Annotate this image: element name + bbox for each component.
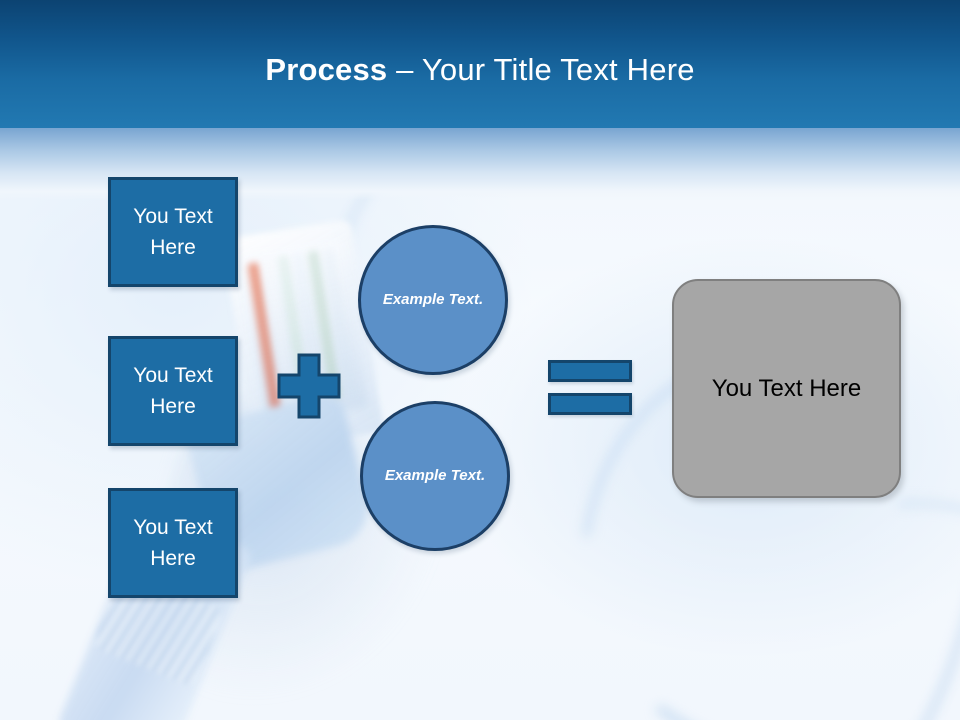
- input-box-1[interactable]: You Text Here: [108, 177, 238, 287]
- result-box-label: You Text Here: [711, 374, 862, 402]
- equals-icon[interactable]: [548, 360, 632, 416]
- modifier-circle-2[interactable]: Example Text.: [360, 401, 510, 551]
- plus-icon[interactable]: [277, 353, 341, 419]
- input-box-1-label: You Text Here: [133, 205, 213, 259]
- result-box[interactable]: You Text Here: [672, 279, 901, 498]
- page-title-bold: Process: [265, 52, 388, 87]
- modifier-circle-1[interactable]: Example Text.: [358, 225, 508, 375]
- input-box-2-label: You Text Here: [133, 364, 213, 418]
- modifier-circle-1-label: Example Text.: [382, 291, 484, 308]
- header-band: [0, 0, 960, 128]
- input-box-3[interactable]: You Text Here: [108, 488, 238, 598]
- page-title-rest: – Your Title Text Here: [387, 52, 695, 87]
- input-box-3-label: You Text Here: [133, 516, 213, 570]
- equals-bar-bottom: [548, 393, 632, 415]
- equals-bar-top: [548, 360, 632, 382]
- modifier-circle-2-label: Example Text.: [384, 467, 486, 484]
- page-title: Process – Your Title Text Here: [0, 50, 960, 90]
- input-box-2[interactable]: You Text Here: [108, 336, 238, 446]
